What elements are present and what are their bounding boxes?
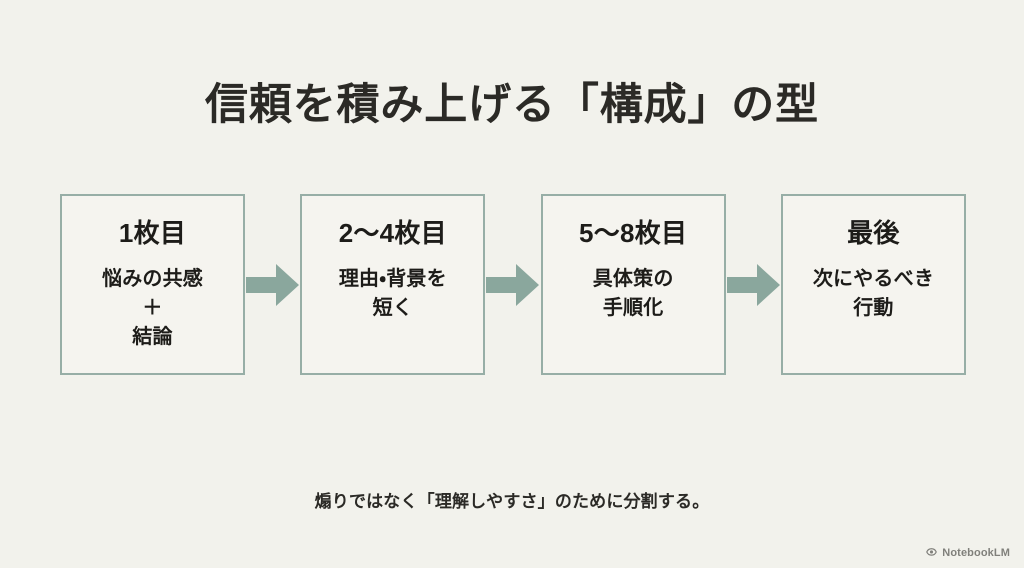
watermark-label: NotebookLM xyxy=(942,547,1010,559)
process-flow-diagram: 1枚目 悩みの共感 ＋ 結論 2〜4枚目 理由・背景を 短く xyxy=(60,194,966,375)
flow-step-3-body: 具体策の 手順化 xyxy=(593,265,674,323)
flow-step-1: 1枚目 悩みの共感 ＋ 結論 xyxy=(60,194,245,375)
flow-step-4-body: 次にやるべき 行動 xyxy=(813,265,934,323)
flow-step-1-body: 悩みの共感 ＋ 結論 xyxy=(102,265,203,352)
flow-step-2-body: 理由・背景を 短く xyxy=(339,265,447,323)
flow-step-4: 最後 次にやるべき 行動 xyxy=(780,194,966,375)
flow-step-4-line-2: 行動 xyxy=(853,297,894,320)
page-title: 信頼を積み上げる「構成」の型 xyxy=(204,80,820,129)
flow-step-2-heading: 2〜4枚目 xyxy=(338,218,447,248)
flow-step-3-line-1: 具体策の xyxy=(592,268,674,291)
flow-step-4-heading: 最後 xyxy=(847,218,900,248)
flow-step-3-heading: 5〜8枚目 xyxy=(579,218,688,248)
flow-step-2-line-1: 理由・背景を xyxy=(338,268,447,291)
flow-step-4-line-1: 次にやるべき xyxy=(812,268,935,291)
flow-step-1-heading: 1枚目 xyxy=(118,218,187,248)
arrow-right-icon xyxy=(486,263,540,306)
watermark: NotebookLM xyxy=(925,547,1010,560)
notebooklm-icon xyxy=(925,547,938,560)
slide-caption: 煽りではなく「理解しやすさ」のために分割する。 xyxy=(314,492,710,511)
flow-step-2: 2〜4枚目 理由・背景を 短く xyxy=(300,194,486,375)
flow-step-3-line-2: 手順化 xyxy=(602,297,664,320)
flow-arrow-3 xyxy=(726,263,781,307)
flow-arrow-2 xyxy=(485,263,540,307)
flow-step-2-line-2: 短く xyxy=(372,297,414,320)
arrow-right-icon xyxy=(726,263,780,306)
flow-arrow-1 xyxy=(245,263,300,307)
flow-step-1-line-2: ＋ xyxy=(142,297,163,320)
flow-step-1-line-3: 結論 xyxy=(132,326,173,349)
flow-step-3: 5〜8枚目 具体策の 手順化 xyxy=(540,194,726,375)
arrow-right-icon xyxy=(246,263,300,306)
flow-step-1-line-1: 悩みの共感 xyxy=(102,268,203,291)
